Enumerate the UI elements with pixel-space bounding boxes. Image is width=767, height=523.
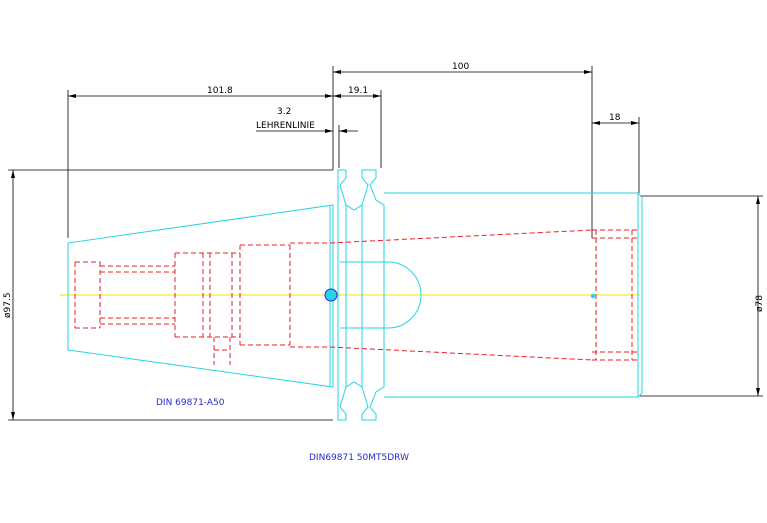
gauge-line-label: LEHRENLINIE (256, 121, 315, 131)
center-mark-right (590, 293, 596, 299)
filename-note: DIN69871 50MT5DRW (309, 453, 409, 463)
dim-dia-97-5: ø97.5 (3, 292, 13, 318)
hidden-lines (74, 229, 638, 365)
center-mark-left (324, 288, 338, 302)
dim-101-8: 101.8 (207, 86, 233, 96)
dim-100: 100 (452, 62, 469, 72)
part-outline (67, 169, 643, 421)
dim-3-2: 3.2 (277, 107, 291, 117)
standard-note: DIN 69871-A50 (156, 398, 225, 408)
dim-19-1: 19.1 (348, 86, 368, 96)
dim-18: 18 (609, 113, 621, 123)
dimension-arrows (11, 70, 760, 420)
dim-dia-78: ø78 (755, 295, 765, 312)
dimension-lines (8, 66, 763, 421)
